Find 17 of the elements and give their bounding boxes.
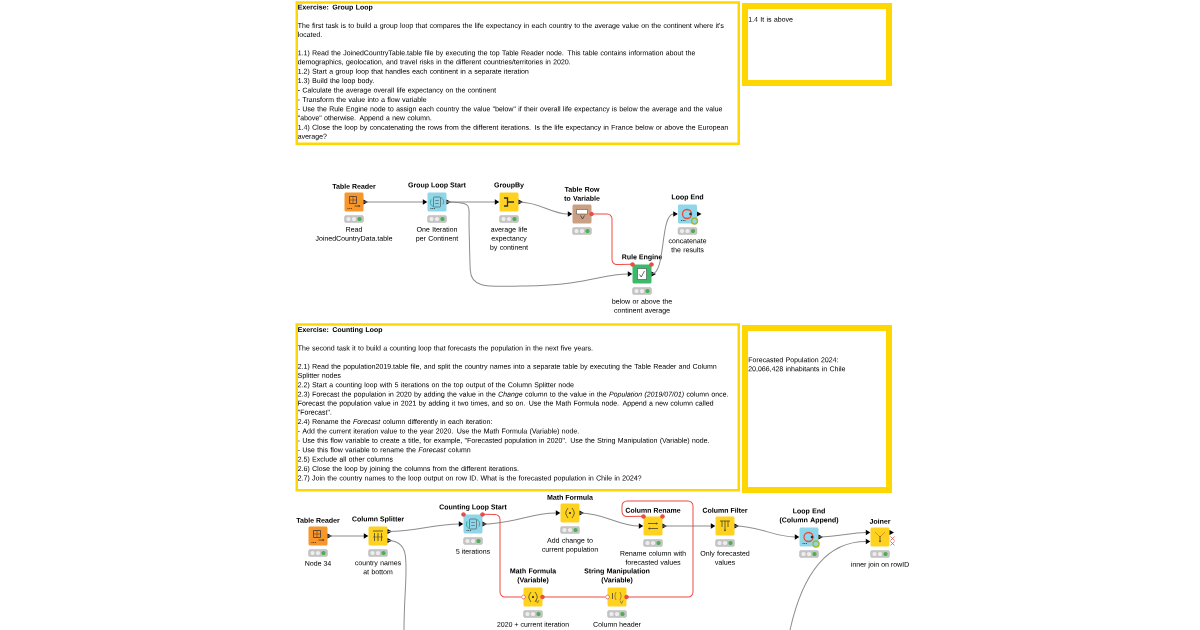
arrow — [651, 211, 678, 275]
arrow — [387, 521, 463, 532]
connector-line — [387, 540, 407, 630]
connector-line — [621, 500, 694, 598]
connector-line — [591, 213, 633, 265]
arrow — [789, 539, 870, 630]
connector-line — [542, 596, 606, 598]
arrow — [482, 510, 560, 525]
arrow — [363, 199, 427, 205]
arrow — [662, 523, 715, 529]
arrow — [734, 525, 799, 540]
arrow — [518, 201, 572, 217]
connector-line — [482, 513, 522, 598]
arrow — [818, 530, 870, 538]
arrow — [327, 533, 368, 539]
arrow — [446, 201, 632, 287]
arrow — [579, 512, 643, 529]
